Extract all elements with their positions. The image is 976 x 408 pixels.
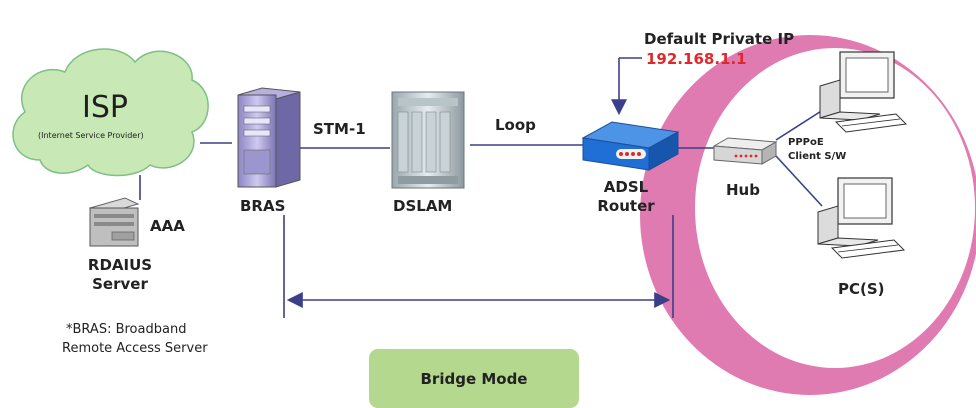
dslam-label: DSLAM bbox=[393, 197, 453, 215]
loop-link-label: Loop bbox=[495, 116, 536, 134]
ip-pointer-arrow bbox=[611, 57, 642, 116]
pc-icon bbox=[817, 177, 906, 259]
bras-label: BRAS bbox=[240, 197, 286, 215]
pc-icon bbox=[819, 51, 908, 133]
cloud-icon bbox=[12, 48, 209, 177]
bridge-span bbox=[283, 215, 674, 318]
hub-label: Hub bbox=[726, 181, 760, 199]
server-tower-icon bbox=[237, 87, 301, 188]
aaa-label: AAA bbox=[150, 217, 185, 235]
isp-subtitle: (Internet Service Provider) bbox=[38, 131, 144, 140]
footnote-line1: *BRAS: Broadband bbox=[66, 322, 187, 337]
router-label-line2: Router bbox=[597, 197, 655, 215]
default-ip-value: 192.168.1.1 bbox=[646, 50, 747, 68]
radius-server-line2: Server bbox=[92, 275, 148, 293]
stm1-link-label: STM-1 bbox=[313, 120, 366, 138]
router-label-line1: ADSL bbox=[603, 178, 649, 196]
pcs-label: PC(S) bbox=[838, 280, 885, 298]
default-ip-title: Default Private IP bbox=[644, 30, 795, 48]
pppoe-line2: Client S/W bbox=[788, 151, 847, 162]
lan-ring bbox=[640, 35, 976, 395]
radius-server-line1: RDAIUS bbox=[87, 256, 153, 274]
connection-lines bbox=[139, 107, 827, 207]
router-icon bbox=[581, 121, 680, 171]
isp-title: ISP bbox=[82, 90, 128, 125]
footnote-line2: Remote Access Server bbox=[62, 341, 208, 356]
hub-icon bbox=[712, 137, 778, 165]
bridge-mode-button: Bridge Mode bbox=[369, 349, 579, 408]
aaa-server-icon bbox=[88, 197, 140, 247]
dslam-rack-icon bbox=[391, 91, 465, 189]
pppoe-line1: PPPoE bbox=[788, 137, 824, 148]
